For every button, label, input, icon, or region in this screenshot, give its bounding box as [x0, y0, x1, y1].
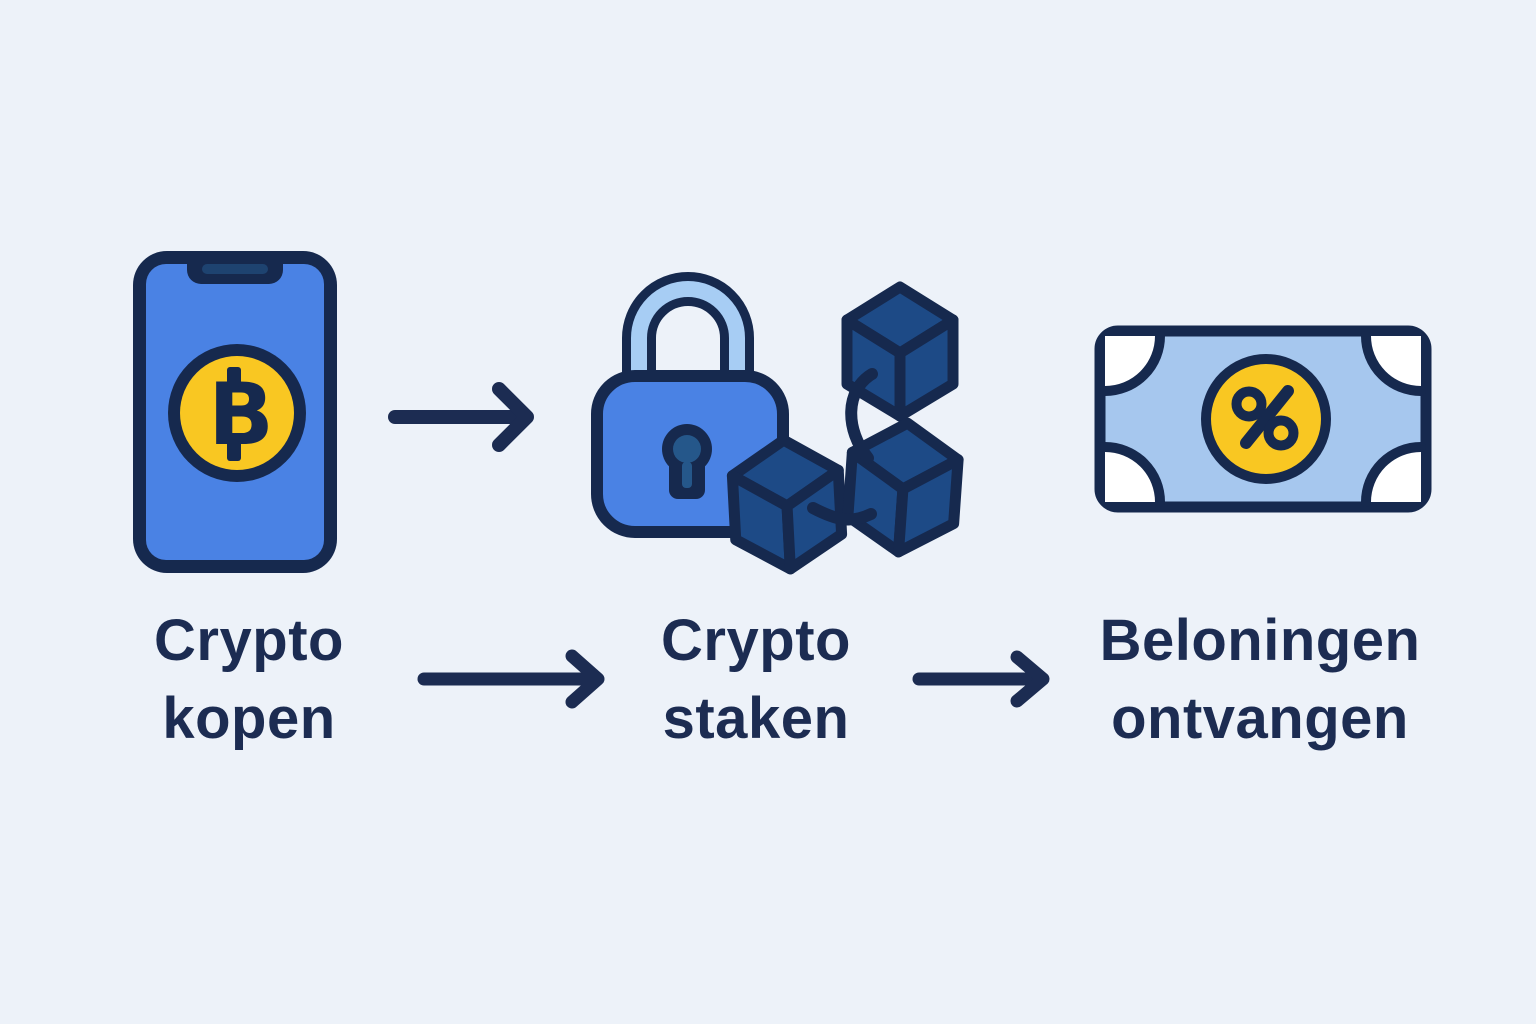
banknote-corner-br — [1366, 447, 1421, 502]
step-label-line1: Crypto — [154, 608, 344, 673]
banknote-corner-arc — [1100, 442, 1165, 507]
lock-shackle — [631, 281, 745, 384]
step-label-buy: Crypto kopen — [49, 602, 449, 758]
cube-link-horizontal — [807, 502, 877, 526]
bitcoin-tick-top — [227, 367, 241, 387]
banknote-corner-arc — [1361, 442, 1426, 507]
percent-slash — [1240, 385, 1294, 449]
banknote-corner-tl — [1105, 336, 1160, 391]
banknote-corner-bl — [1105, 447, 1160, 502]
padlock-blockchain-icon — [591, 272, 960, 572]
percent-ring-bottom — [1263, 415, 1299, 451]
step-label-line2: staken — [662, 686, 850, 751]
bitcoin-tick-bottom — [227, 441, 241, 461]
blockchain-cube-top — [847, 287, 953, 416]
step-label-line2: ontvangen — [1111, 686, 1409, 751]
percent-ring-top — [1231, 386, 1267, 422]
step-label-stake: Crypto staken — [556, 602, 956, 758]
arrow-right-icon — [417, 649, 605, 709]
arrow-head — [565, 649, 605, 709]
arrow-right-icon — [912, 650, 1050, 708]
keyhole-center — [673, 435, 701, 463]
bitcoin-coin-face — [180, 356, 294, 470]
banknote-percent-icon — [1094, 325, 1432, 513]
step-label-line1: Crypto — [661, 608, 851, 673]
banknote-corner-arc — [1361, 331, 1426, 396]
step-label-rewards: Beloningen ontvangen — [1060, 602, 1460, 758]
percent-icon — [1231, 385, 1299, 451]
arrow-head — [1010, 650, 1050, 708]
keyhole-stem-inner — [682, 462, 692, 488]
arrow-head — [492, 382, 534, 452]
step-label-line2: kopen — [162, 686, 336, 751]
smartphone-bitcoin-icon: B — [133, 251, 337, 573]
arrow-right-icon — [388, 382, 534, 452]
cube-link-vertical — [845, 368, 878, 464]
banknote-corner-arc — [1100, 331, 1165, 396]
phone-speaker — [202, 264, 268, 274]
step-label-line1: Beloningen — [1099, 608, 1421, 673]
banknote-corner-tr — [1366, 336, 1421, 391]
